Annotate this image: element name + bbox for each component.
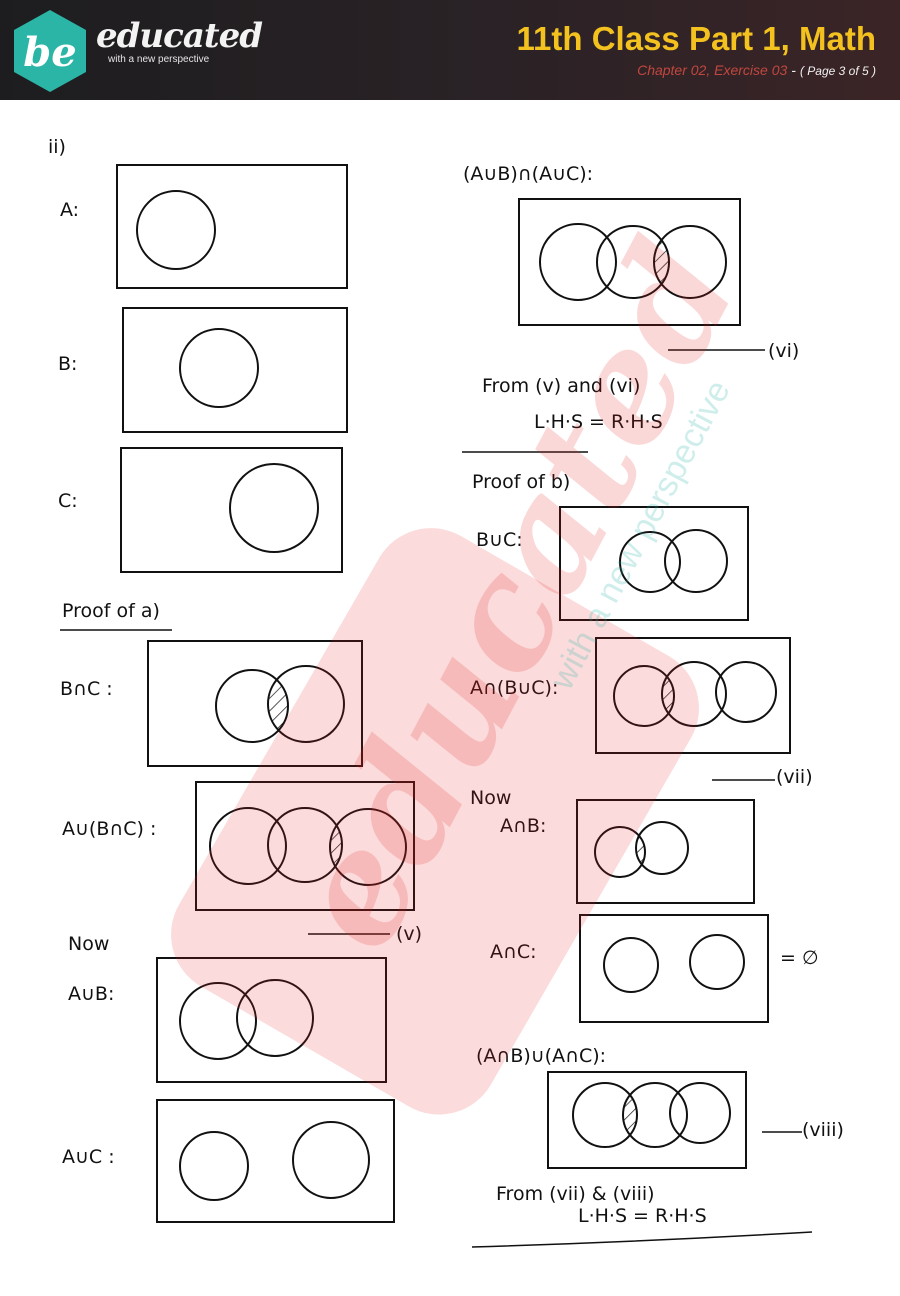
set-c-circle	[229, 463, 319, 553]
label-a-union-b: A∪B:	[68, 983, 114, 1005]
universal-set-box	[518, 198, 741, 326]
mark-viii: (viii)	[802, 1119, 844, 1141]
venn-a-intersect-b: A∩B:	[500, 799, 755, 904]
set-c-circle	[267, 665, 345, 743]
venn-aib-union-aic	[547, 1071, 747, 1169]
set-a-circle	[136, 190, 216, 270]
set-a-circle	[209, 807, 287, 885]
set-a-circle	[594, 826, 646, 878]
venn-b-union-c: B∪C:	[476, 506, 749, 621]
venn-a-int-b-union-c: A∩(B∪C):	[470, 637, 791, 754]
set-c-circle	[669, 1082, 731, 1144]
universal-set-box	[579, 914, 769, 1023]
from-vii-viii: From (vii) & (viii)	[496, 1183, 655, 1205]
mark-vii: (vii)	[776, 766, 813, 788]
set-b-circle	[236, 979, 314, 1057]
mark-v: (v)	[396, 923, 422, 945]
empty-set-result: = ∅	[780, 947, 819, 969]
label-a-int-c: A∩C:	[490, 941, 537, 963]
set-b-circle	[596, 225, 670, 299]
chapter-label: Chapter 02, Exercise 03	[637, 62, 788, 78]
label-a: A:	[60, 199, 79, 221]
label-b: B:	[58, 353, 77, 375]
venn-a-union-b-int-c: A∪(B∩C) :	[62, 781, 415, 911]
venn-aub-intersect-auc	[518, 198, 741, 326]
set-c-circle	[664, 529, 728, 593]
set-a-circle	[539, 223, 617, 301]
set-c-circle	[329, 808, 407, 886]
universal-set-box	[595, 637, 791, 754]
universal-set-box	[195, 781, 415, 911]
underline	[471, 1231, 813, 1248]
now-label: Now	[68, 933, 109, 955]
set-a-circle	[603, 937, 659, 993]
set-c-circle	[292, 1121, 370, 1199]
set-b-circle	[619, 531, 681, 593]
set-c-circle	[653, 225, 727, 299]
label-b-union-c: B∪C:	[476, 529, 523, 551]
set-a-circle	[572, 1082, 638, 1148]
label-aub-int-auc: (A∪B)∩(A∪C):	[463, 163, 593, 185]
set-b-circle	[635, 821, 689, 875]
now-label-2: Now	[470, 787, 511, 809]
page-indicator: ( Page 3 of 5 )	[799, 64, 876, 78]
venn-a-intersect-c: A∩C: = ∅	[490, 914, 819, 1023]
set-b-circle	[661, 661, 727, 727]
venn-a-union-b: A∪B:	[68, 957, 387, 1083]
part-label: ii)	[48, 136, 66, 158]
venn-c: C:	[58, 447, 343, 573]
label-c: C:	[58, 490, 78, 512]
universal-set-box	[120, 447, 343, 573]
separator: -	[791, 62, 796, 78]
set-a-circle	[179, 1131, 249, 1201]
label-a-union-b-int-c: A∪(B∩C) :	[62, 818, 156, 840]
universal-set-box	[559, 506, 749, 621]
proof-b-heading: Proof of b)	[472, 471, 570, 493]
set-b-circle	[215, 669, 289, 743]
venn-b: B:	[58, 307, 348, 433]
set-c-circle	[715, 661, 777, 723]
label-b-int-c: B∩C :	[60, 678, 113, 700]
label-a-union-c: A∪C :	[62, 1146, 115, 1168]
proof-a-heading: Proof of a)	[62, 600, 160, 622]
page-subtitle: Chapter 02, Exercise 03-( Page 3 of 5 )	[637, 62, 876, 78]
universal-set-box	[116, 164, 348, 289]
venn-a: A:	[60, 164, 348, 289]
label-a-int-b-union-c: A∩(B∪C):	[470, 677, 558, 699]
logo-icon: be	[14, 10, 86, 92]
venn-b-intersect-c: B∩C :	[60, 640, 363, 767]
label-aib-union-aic: (A∩B)∪(A∩C):	[476, 1045, 606, 1067]
universal-set-box	[156, 1099, 395, 1223]
svg-text:be: be	[23, 29, 76, 76]
universal-set-box	[156, 957, 387, 1083]
set-a-circle	[179, 982, 257, 1060]
set-b-circle	[622, 1082, 688, 1148]
venn-a-union-c: A∪C :	[62, 1099, 395, 1223]
page-title: 11th Class Part 1, Math	[516, 20, 876, 57]
universal-set-box	[122, 307, 348, 433]
handwritten-solution: ii) A: B: C: Proof of a) B∩C : A∪(B∩C) :…	[48, 136, 844, 1248]
lhs-equals-rhs: L·H·S = R·H·S	[534, 411, 663, 433]
universal-set-box	[147, 640, 363, 767]
brand-tagline: with a new perspective	[108, 54, 210, 65]
set-c-circle	[689, 934, 745, 990]
mark-vi: (vi)	[768, 340, 799, 362]
set-b-circle	[179, 328, 259, 408]
universal-set-box	[547, 1071, 747, 1169]
brand-name: educated	[96, 16, 263, 56]
lhs-equals-rhs-2: L·H·S = R·H·S	[578, 1205, 707, 1227]
universal-set-box	[576, 799, 755, 904]
page-header: be educated with a new perspective 11th …	[0, 0, 900, 100]
label-a-int-b: A∩B:	[500, 815, 546, 837]
from-v-vi: From (v) and (vi)	[482, 375, 640, 397]
set-b-circle	[267, 807, 343, 883]
set-a-circle	[613, 665, 675, 727]
